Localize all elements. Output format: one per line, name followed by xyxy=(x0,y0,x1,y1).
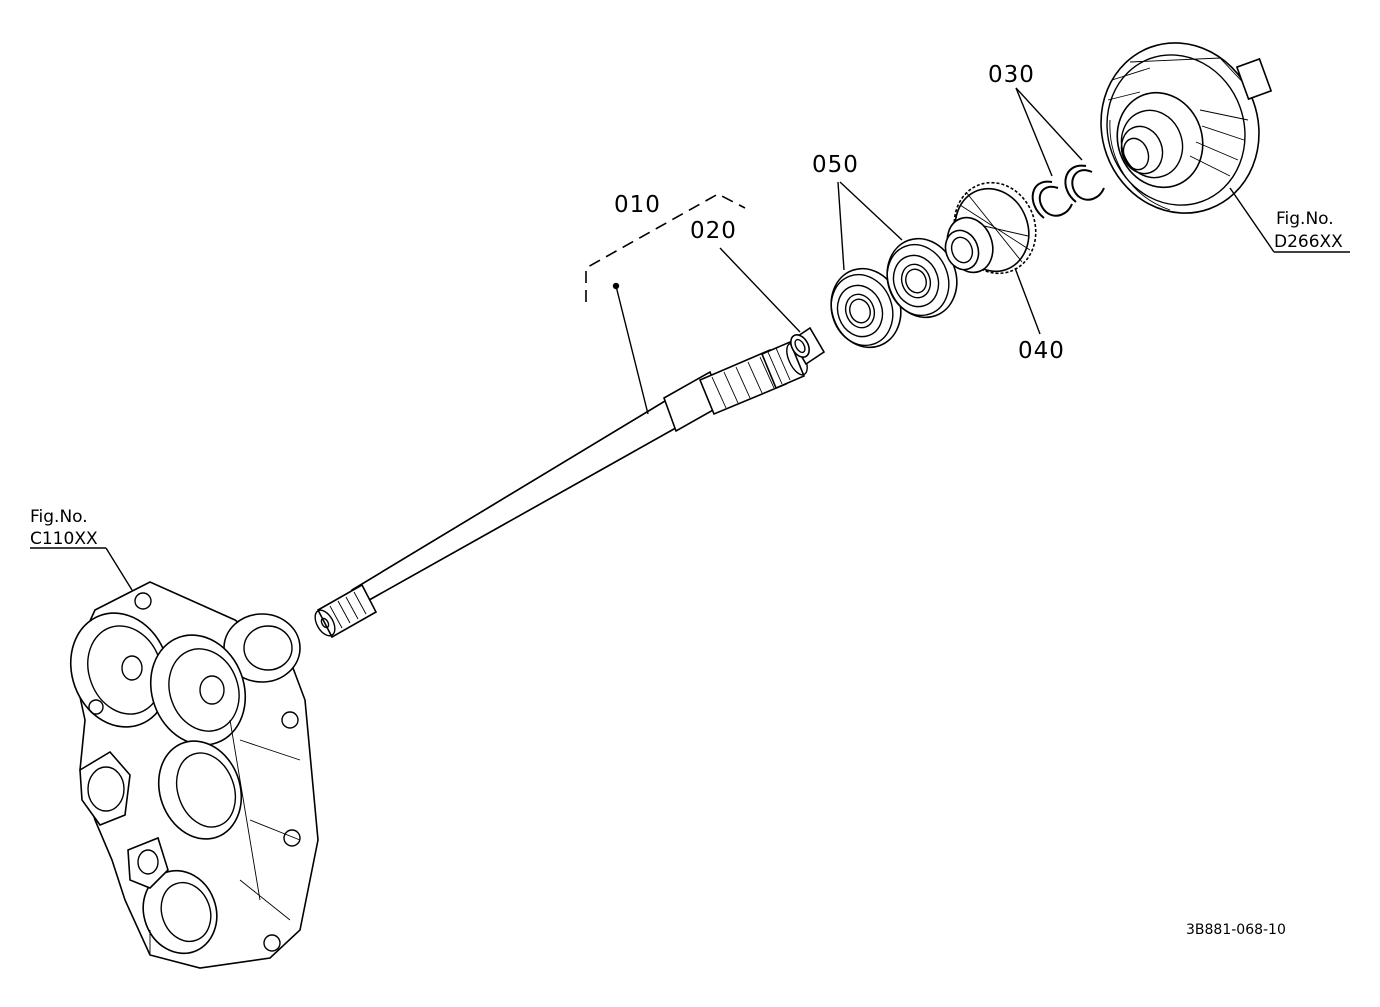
drawing-number: 3B881-068-10 xyxy=(1186,922,1286,938)
bearing-050-b xyxy=(886,237,958,319)
reference-right-title: Fig.No. xyxy=(1276,209,1334,229)
snap-ring-030-a xyxy=(1031,180,1073,219)
clutch-housing-assembly xyxy=(1100,42,1275,253)
label-030: 030 xyxy=(988,62,1035,88)
transmission-case-housing xyxy=(69,581,319,969)
label-040: 040 xyxy=(1018,338,1065,364)
reference-left-title: Fig.No. xyxy=(30,507,88,527)
reference-left-code: C110XX xyxy=(30,529,98,549)
part-010-bracket xyxy=(585,193,746,302)
reference-right-code: D266XX xyxy=(1274,232,1343,252)
shaft-010 xyxy=(314,282,808,639)
collar-020 xyxy=(719,247,826,366)
gear-040 xyxy=(944,181,1041,335)
label-050: 050 xyxy=(812,152,859,178)
snap-ring-030-b xyxy=(1064,164,1105,203)
label-010: 010 xyxy=(614,192,661,218)
label-020: 020 xyxy=(690,218,737,244)
